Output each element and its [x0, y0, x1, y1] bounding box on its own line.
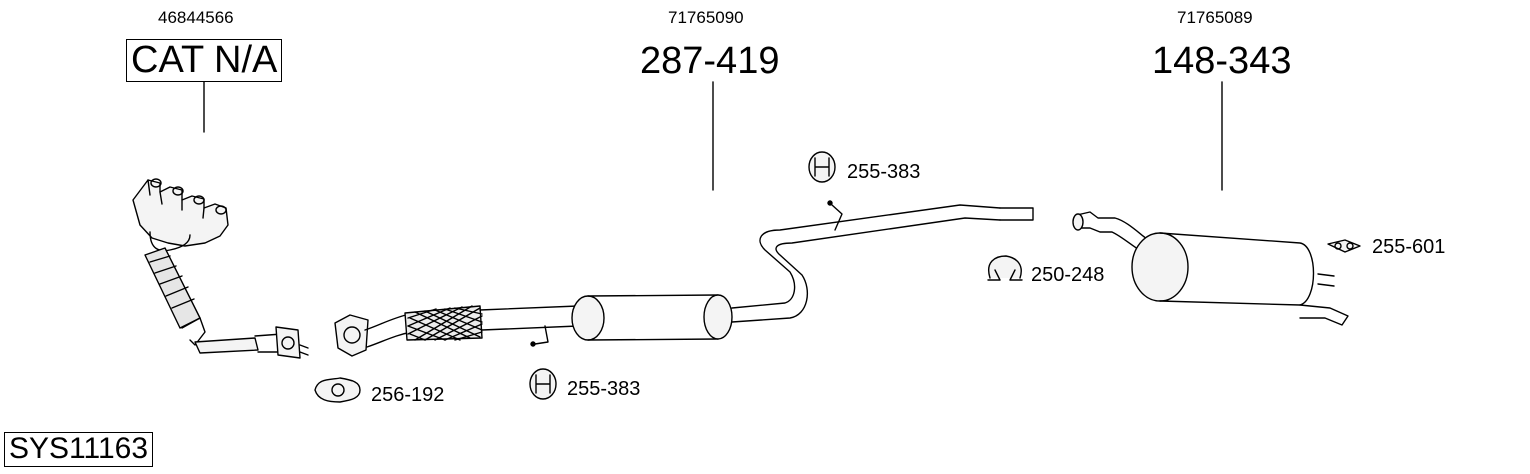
oem-number-cat: 46844566	[158, 8, 234, 27]
system-code: SYS11163	[4, 432, 153, 467]
accessory-mounting-label[interactable]: 255-601	[1372, 236, 1446, 258]
rear-silencer-drawing	[1073, 212, 1348, 325]
pipe-clamp-icon	[988, 256, 1022, 280]
accessory-clamp-label[interactable]: 250-248	[1031, 264, 1105, 286]
part-number-cat[interactable]: CAT N/A	[126, 39, 283, 82]
oem-number-rear: 71765089	[1177, 8, 1253, 27]
part-number-rear[interactable]: 148-343	[1152, 40, 1292, 82]
rubber-hanger-icon	[809, 152, 835, 182]
mounting-rubber-icon	[1328, 240, 1360, 252]
middle-silencer-drawing	[335, 201, 1033, 356]
part-number-middle[interactable]: 287-419	[640, 40, 780, 82]
accessory-hanger-bottom-label[interactable]: 255-383	[567, 378, 641, 400]
rubber-hanger-icon	[530, 369, 556, 399]
gasket-icon	[315, 378, 360, 402]
accessory-hanger-top-label[interactable]: 255-383	[847, 161, 921, 183]
oem-number-middle: 71765090	[668, 8, 744, 27]
catalytic-converter-drawing	[133, 179, 308, 358]
accessory-gasket-label[interactable]: 256-192	[371, 384, 445, 406]
